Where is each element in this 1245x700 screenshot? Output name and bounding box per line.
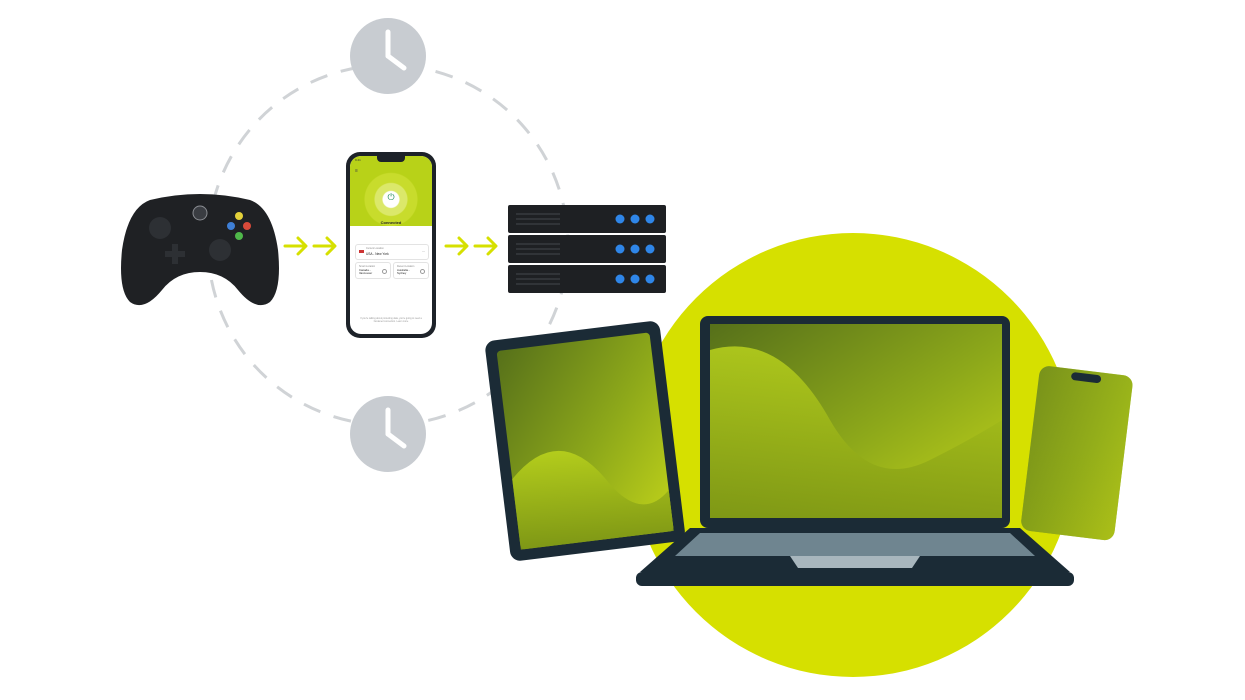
smart-location-value: Canada - Vancouver bbox=[359, 268, 373, 275]
connection-status: Connected bbox=[380, 220, 402, 225]
status-time: 9:41 bbox=[355, 158, 361, 162]
chevron-right-icon bbox=[444, 236, 498, 256]
smart-location-card[interactable]: Smart Location Canada - Vancouver bbox=[355, 262, 391, 279]
menu-icon[interactable]: ≡ bbox=[355, 168, 358, 174]
flag-icon bbox=[359, 250, 364, 253]
current-location-label: Current Location bbox=[366, 247, 384, 250]
footer-note: If you're talking about protecting data,… bbox=[360, 318, 422, 323]
smart-location-label: Smart Location bbox=[359, 265, 376, 268]
current-location-card[interactable]: Current Location USA - New York ⋯ bbox=[355, 244, 429, 260]
connect-icon[interactable] bbox=[382, 269, 387, 274]
chevron-right-icon bbox=[283, 236, 337, 256]
connect-icon[interactable] bbox=[420, 269, 425, 274]
vpn-app-screen: 9:41 ≡ ⏻ Connected Current Location USA … bbox=[350, 156, 432, 334]
vpn-app-phone: 9:41 ≡ ⏻ Connected Current Location USA … bbox=[346, 152, 436, 338]
clock-icon bbox=[350, 396, 426, 472]
server-rack-icon bbox=[508, 205, 666, 293]
more-icon[interactable]: ⋯ bbox=[422, 249, 425, 253]
phone-notch bbox=[377, 156, 405, 162]
recent-location-card[interactable]: Recent Location Australia - Sydney bbox=[393, 262, 429, 279]
phone-device bbox=[1021, 366, 1133, 541]
tablet-device bbox=[485, 321, 685, 561]
connection-ring bbox=[350, 156, 432, 226]
clock-icon bbox=[350, 18, 426, 94]
recent-location-label: Recent Location bbox=[397, 265, 415, 268]
laptop-device bbox=[636, 316, 1074, 586]
power-icon[interactable]: ⏻ bbox=[387, 192, 395, 202]
current-location-value: USA - New York bbox=[366, 252, 389, 256]
recent-location-value: Australia - Sydney bbox=[397, 268, 410, 275]
game-controller-icon bbox=[121, 194, 279, 306]
